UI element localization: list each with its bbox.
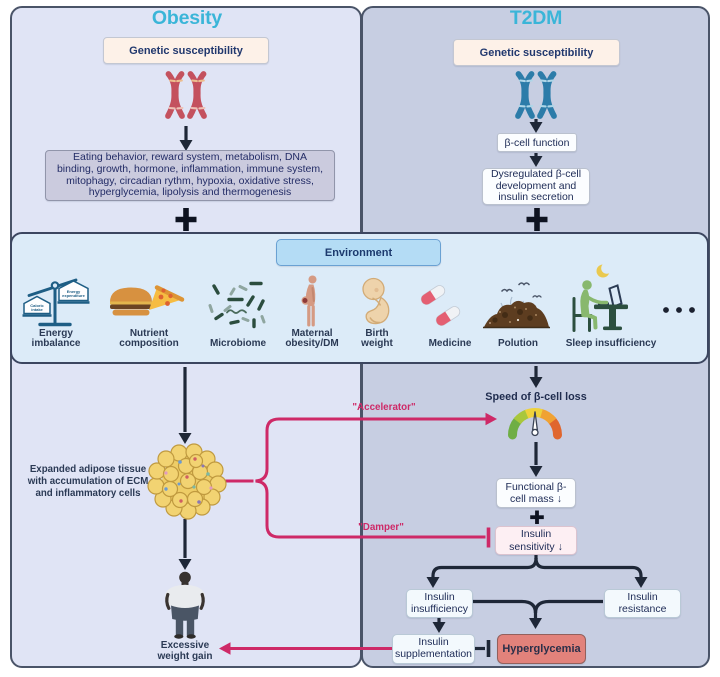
person-desk-moon-icon bbox=[572, 262, 628, 332]
obesity-title: Obesity bbox=[151, 7, 223, 29]
pregnant-woman-icon bbox=[301, 275, 317, 327]
plus-icon-obesity bbox=[175, 208, 197, 231]
arrow-supplementation-to-weight-gain bbox=[219, 642, 392, 655]
functional-bcell-mass-box: Functional β- cell mass ↓ bbox=[496, 478, 576, 508]
bacteria-icon bbox=[208, 281, 266, 329]
connectors bbox=[178, 119, 648, 657]
pink-connectors bbox=[219, 412, 497, 655]
inhibitor-supplementation-hyperglycemia bbox=[475, 640, 491, 657]
arrow-adipose-to-person bbox=[178, 519, 192, 570]
env-label-polution: Polution bbox=[498, 338, 538, 349]
t2dm-title: T2DM bbox=[509, 7, 563, 29]
balance-scale-icon bbox=[22, 278, 90, 327]
insulin-resistance-box: Insulin resistance bbox=[604, 589, 681, 618]
ellipsis-icon bbox=[663, 307, 695, 313]
env-label-medicine: Medicine bbox=[428, 338, 472, 349]
accelerator-damper-brace bbox=[255, 417, 486, 539]
excessive-weight-gain-label: Excessive weight gain bbox=[157, 640, 213, 662]
red-chromosomes-icon bbox=[165, 71, 207, 119]
obese-person-icon bbox=[164, 571, 206, 639]
genetic-susceptibility-box-obesity: Genetic susceptibility bbox=[103, 37, 269, 64]
blue-chromosomes-icon bbox=[515, 71, 557, 119]
insulin-insufficiency-box: Insulin insufficiency bbox=[406, 589, 473, 618]
plus-icon-t2dm bbox=[526, 208, 548, 231]
accelerator-arrowhead bbox=[485, 412, 497, 426]
waste-pile-icon bbox=[483, 282, 550, 329]
arrow-bcell-to-dysregulated bbox=[529, 153, 543, 167]
environment-title-box: Environment bbox=[276, 239, 441, 266]
fetus-icon bbox=[362, 277, 390, 325]
arrow-environment-to-adipose bbox=[178, 367, 192, 444]
adipose-tissue-label: Expanded adipose tissue with accumulatio… bbox=[27, 464, 149, 499]
genetic-susceptibility-box-t2dm: Genetic susceptibility bbox=[453, 39, 620, 66]
adipose-tissue-icon bbox=[147, 443, 227, 520]
hyperglycemia-box: Hyperglycemia bbox=[497, 634, 586, 664]
capsules-icon bbox=[420, 285, 461, 326]
env-label-birth-weight: Birth weight bbox=[361, 328, 393, 350]
arrow-genetics-to-factors bbox=[179, 126, 193, 151]
dysregulated-bcell-box: Dysregulated β-cell development and insu… bbox=[482, 168, 590, 205]
bcell-function-box: β-cell function bbox=[497, 133, 577, 152]
insulin-supplementation-box: Insulin supplementation bbox=[392, 634, 475, 664]
env-label-microbiome: Microbiome bbox=[209, 338, 267, 349]
speed-of-bcell-loss-label: Speed of β-cell loss bbox=[485, 391, 587, 403]
arrow-chromosomes-to-bcell bbox=[529, 119, 543, 133]
caloric-intake-tag: Caloric intake bbox=[30, 303, 44, 313]
burger-pizza-icon bbox=[110, 285, 185, 316]
env-label-nutrient-composition: Nutrient composition bbox=[119, 328, 179, 350]
damper-label: "Damper" bbox=[358, 522, 404, 533]
arrow-insufficiency-to-supplementation bbox=[432, 618, 446, 633]
insulin-sensitivity-box: Insulin sensitivity ↓ bbox=[495, 526, 577, 555]
speedometer-gauge-icon bbox=[508, 408, 562, 440]
env-label-maternal-obesity: Maternal obesity/DM bbox=[285, 328, 339, 350]
obesity-factors-box: Eating behavior, reward system, metaboli… bbox=[45, 150, 335, 201]
arrow-gauge-to-functional bbox=[529, 442, 543, 477]
accelerator-label: "Accelerator" bbox=[352, 402, 416, 413]
env-label-energy-imbalance: Energy imbalance bbox=[31, 328, 81, 350]
merge-to-hyperglycemia bbox=[473, 599, 603, 629]
energy-expenditure-tag: Energy expenditure bbox=[62, 289, 85, 299]
env-label-sleep-insufficiency: Sleep insufficiency bbox=[565, 338, 657, 349]
arrow-environment-to-speed bbox=[529, 366, 543, 388]
branch-sensitivity-split bbox=[426, 555, 648, 588]
plus-icon-small bbox=[530, 510, 544, 524]
